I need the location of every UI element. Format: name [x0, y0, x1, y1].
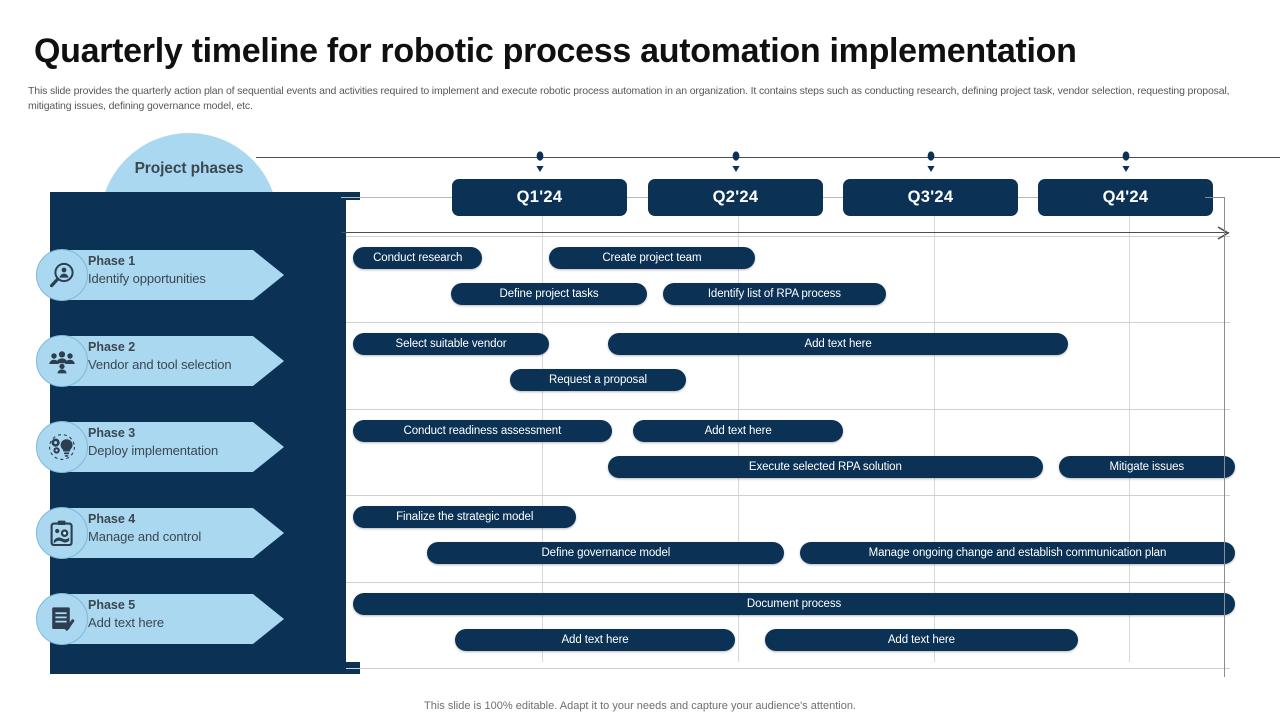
task-bar[interactable]: Manage ongoing change and establish comm…: [799, 542, 1235, 564]
phase-row-5[interactable]: Phase 5 Add text here: [0, 593, 320, 650]
quarter-chip-1[interactable]: Q1'24: [452, 179, 627, 216]
quarter-chip-2[interactable]: Q2'24: [648, 179, 823, 216]
phase-text-3: Phase 3 Deploy implementation: [88, 425, 268, 460]
phase-desc-4: Manage and control: [88, 529, 202, 544]
phase-desc-3: Deploy implementation: [88, 443, 219, 458]
timeline-right-rail-top: [1205, 197, 1225, 198]
page-title: Quarterly timeline for robotic process a…: [34, 32, 1077, 70]
phase-arrow-3: [62, 422, 284, 472]
task-bar[interactable]: Document process: [353, 593, 1235, 615]
quarter-marker-3: [924, 151, 938, 177]
task-bar[interactable]: Select suitable vendor: [353, 333, 549, 355]
phase-arrow-5: [62, 594, 284, 644]
people-group-icon: [36, 335, 88, 387]
phase-text-2: Phase 2 Vendor and tool selection: [88, 339, 268, 374]
task-bar[interactable]: Finalize the strategic model: [353, 506, 577, 528]
phase-name-3: Phase 3: [88, 426, 136, 440]
footer-note: This slide is 100% editable. Adapt it to…: [424, 700, 856, 712]
gridline-v-4: [1129, 200, 1130, 662]
gears-bulb-icon: [36, 421, 88, 473]
task-bar[interactable]: Define governance model: [427, 542, 785, 564]
page-subtitle: This slide provides the quarterly action…: [28, 85, 1230, 112]
phase-text-1: Phase 1 Identify opportunities: [88, 253, 268, 288]
quarter-connector-1: [627, 197, 648, 198]
quarter-connector-2: [823, 197, 843, 198]
task-bar[interactable]: Define project tasks: [451, 283, 647, 305]
gridline-h-3: [346, 409, 1230, 410]
task-bar[interactable]: Create project team: [549, 247, 755, 269]
timeline-arrow-head: [1216, 225, 1232, 241]
gridline-h-2: [346, 322, 1230, 323]
project-phases-heading: Project phases: [134, 160, 244, 177]
phase-arrow-4: [62, 508, 284, 558]
gridline-h-5: [346, 582, 1230, 583]
gridline-h-1: [346, 236, 1230, 237]
quarter-connector-3: [1018, 197, 1038, 198]
task-bar[interactable]: Add text here: [607, 333, 1069, 355]
quarter-marker-1: [533, 151, 547, 177]
header-rule: [256, 157, 1280, 158]
gridline-v-3: [934, 200, 935, 662]
clipboard-gear-icon: [36, 507, 88, 559]
task-bar[interactable]: Request a proposal: [509, 369, 687, 391]
phase-name-5: Phase 5: [88, 598, 136, 612]
quarter-connector-edge-0: [341, 197, 452, 198]
document-check-icon: [36, 593, 88, 645]
quarter-marker-4: [1119, 151, 1133, 177]
phase-name-2: Phase 2: [88, 340, 136, 354]
task-bar[interactable]: Add text here: [764, 629, 1079, 651]
quarter-chip-3[interactable]: Q3'24: [843, 179, 1018, 216]
phase-text-4: Phase 4 Manage and control: [88, 511, 268, 546]
timeline-arrow-track: [341, 232, 1229, 233]
phase-arrow-2: [62, 336, 284, 386]
task-bar[interactable]: Conduct research: [353, 247, 483, 269]
phase-desc-5: Add text here: [88, 615, 165, 630]
gridline-h-6: [346, 668, 1230, 669]
phase-desc-1: Identify opportunities: [88, 271, 206, 286]
task-bar[interactable]: Identify list of RPA process: [662, 283, 887, 305]
task-bar[interactable]: Mitigate issues: [1058, 456, 1235, 478]
task-bar[interactable]: Conduct readiness assessment: [353, 420, 612, 442]
phase-arrow-1: [62, 250, 284, 300]
quarter-marker-2: [729, 151, 743, 177]
gridline-h-4: [346, 495, 1230, 496]
task-bar[interactable]: Add text here: [633, 420, 843, 442]
task-bar[interactable]: Execute selected RPA solution: [607, 456, 1043, 478]
phase-name-4: Phase 4: [88, 512, 136, 526]
phase-row-4[interactable]: Phase 4 Manage and control: [0, 507, 320, 564]
phase-row-2[interactable]: Phase 2 Vendor and tool selection: [0, 335, 320, 392]
phase-row-1[interactable]: Phase 1 Identify opportunities: [0, 249, 320, 306]
phase-text-5: Phase 5 Add text here: [88, 597, 268, 632]
phase-row-3[interactable]: Phase 3 Deploy implementation: [0, 421, 320, 478]
timeline-right-rail: [1224, 197, 1225, 677]
quarter-chip-4[interactable]: Q4'24: [1038, 179, 1213, 216]
task-bar[interactable]: Add text here: [454, 629, 736, 651]
magnifier-person-icon: [36, 249, 88, 301]
phase-desc-2: Vendor and tool selection: [88, 357, 232, 372]
phase-name-1: Phase 1: [88, 254, 136, 268]
